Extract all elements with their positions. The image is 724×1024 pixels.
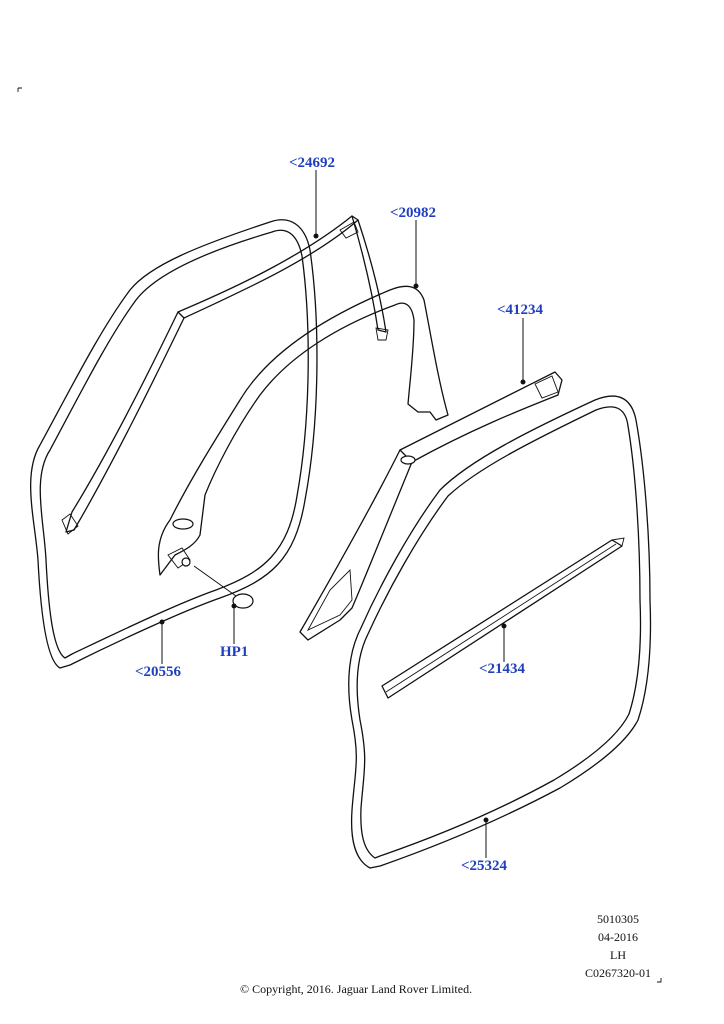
glass-run-channel	[61, 215, 389, 535]
illustration-side: LH	[610, 948, 626, 962]
callout-20982[interactable]: <20982	[390, 205, 437, 221]
rear-door-seal	[348, 395, 652, 869]
illustration-ref: C0267320-01	[585, 966, 651, 980]
corner-mark	[17, 87, 22, 92]
leader-lines	[159, 170, 526, 858]
callout-21434[interactable]: <21434	[479, 661, 526, 677]
rear-frame-finisher	[299, 371, 563, 641]
illustration-code: 5010305	[597, 912, 639, 926]
callout-20556[interactable]: <20556	[135, 664, 182, 680]
corner-mark	[657, 978, 662, 983]
frame-finisher	[157, 285, 449, 576]
callout-hp1[interactable]: HP1	[220, 644, 249, 660]
copyright-notice: © Copyright, 2016. Jaguar Land Rover Lim…	[240, 982, 473, 996]
callout-25324[interactable]: <25324	[461, 858, 508, 874]
callout-41234[interactable]: <41234	[497, 302, 544, 318]
front-door-seal	[30, 219, 318, 669]
illustration-date: 04-2016	[598, 930, 638, 944]
hole-plug	[193, 565, 254, 609]
callout-24692[interactable]: <24692	[289, 155, 336, 171]
waist-weatherstrip	[381, 537, 625, 699]
